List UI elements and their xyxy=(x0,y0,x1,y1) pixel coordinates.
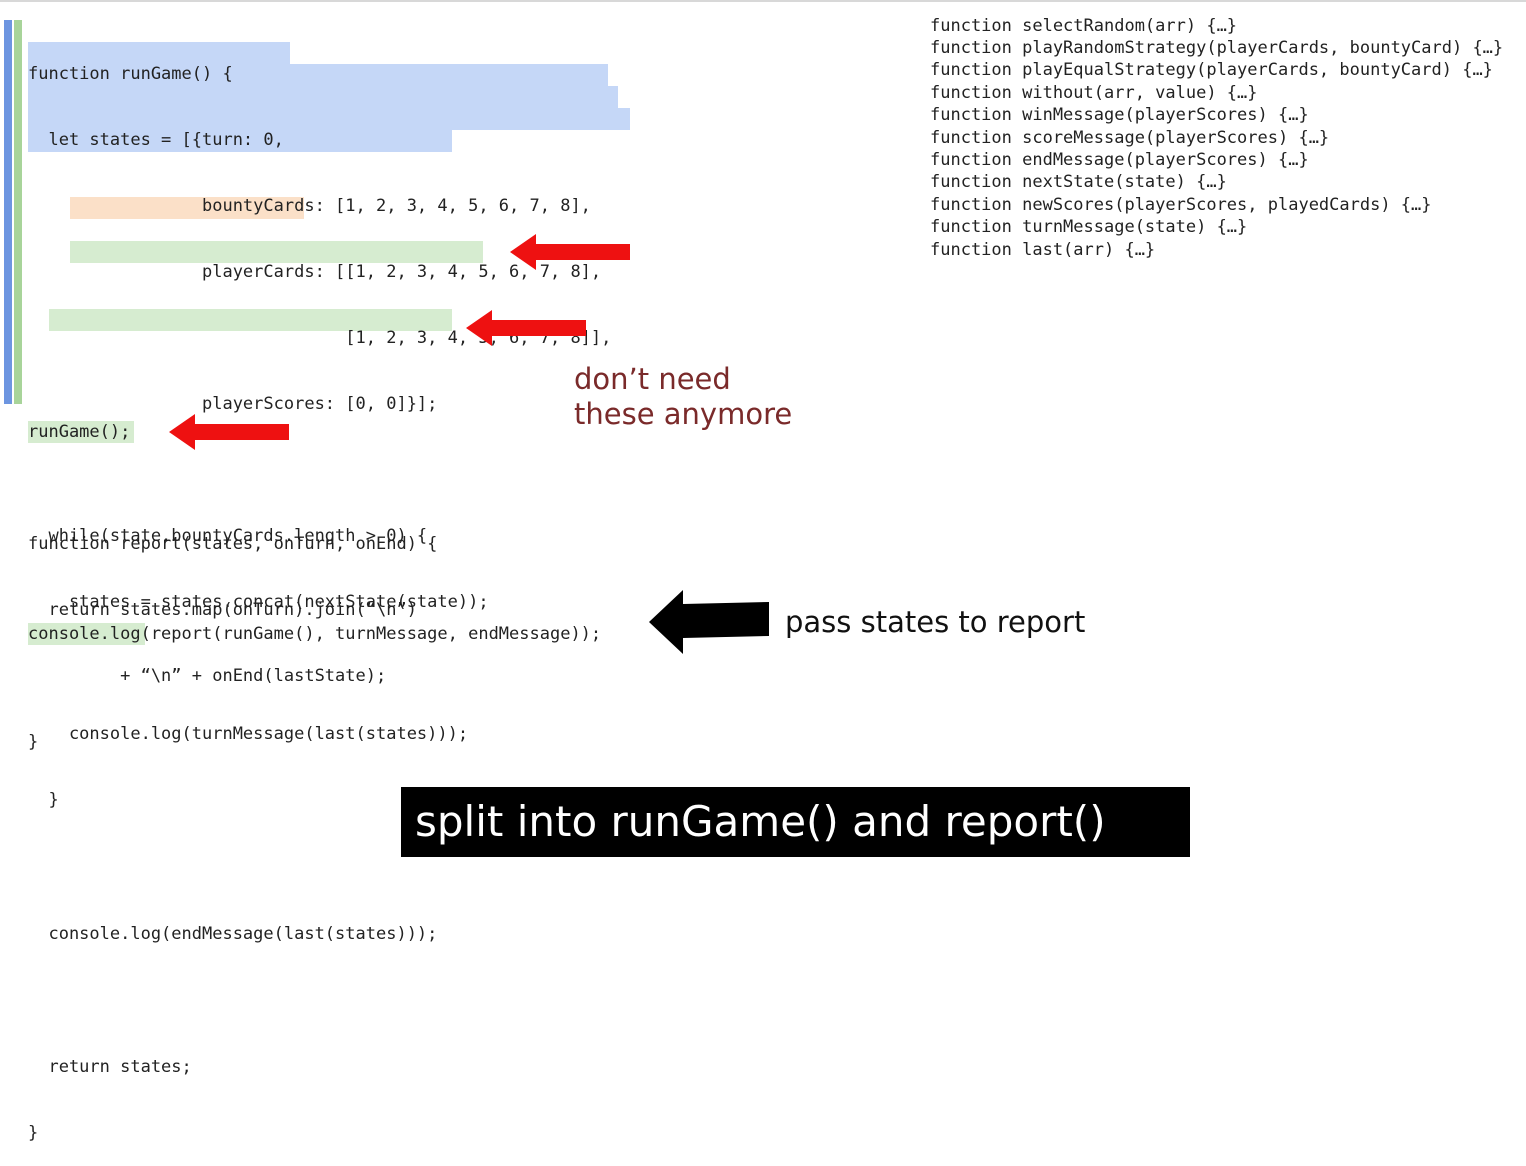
code-line: bountyCards: [1, 2, 3, 4, 5, 6, 7, 8], xyxy=(28,196,591,216)
code-line: console.log(endMessage(last(states))); xyxy=(28,924,438,944)
code-line: return states.map(onTurn).join(“\n”) xyxy=(28,600,417,620)
code-rungame-block: function runGame() { let states = [{turn… xyxy=(28,19,611,1166)
code-line: function report(states, onTurn, onEnd) { xyxy=(28,534,438,554)
highlight-console-log xyxy=(28,623,145,645)
code-line: console.log(turnMessage(last(states))); xyxy=(28,724,469,744)
highlight-rungame-call xyxy=(28,421,134,443)
code-line: } xyxy=(28,1123,39,1143)
side-function: function playEqualStrategy(playerCards, … xyxy=(930,60,1493,80)
annotation-pass-states: pass states to report xyxy=(785,605,1086,639)
highlight-states-init xyxy=(28,130,452,152)
highlight-states-init xyxy=(28,108,630,130)
black-arrow-left-icon xyxy=(649,590,769,654)
code-rungame-call: runGame(); xyxy=(28,422,131,442)
side-function: function playRandomStrategy(playerCards,… xyxy=(930,38,1504,58)
code-line: playerCards: [[1, 2, 3, 4, 5, 6, 7, 8], xyxy=(28,262,602,282)
highlight-states-init xyxy=(28,64,608,86)
code-line: function runGame() { xyxy=(28,64,233,84)
caption-banner: split into runGame() and report() xyxy=(401,787,1190,857)
code-line xyxy=(28,855,611,879)
top-divider xyxy=(0,0,1526,2)
caption-text: split into runGame() and report() xyxy=(415,797,1106,846)
red-arrow-left-icon xyxy=(510,234,630,270)
code-line: } xyxy=(28,790,59,810)
side-function: function last(arr) {…} xyxy=(930,240,1156,260)
side-function: function selectRandom(arr) {…} xyxy=(930,16,1238,36)
highlight-turn-log xyxy=(70,241,483,263)
annotation-dont-need: don’t need these anymore xyxy=(574,362,793,431)
code-line: states = states.concat(nextState(state))… xyxy=(28,592,489,612)
code-line: playerScores: [0, 0]}]; xyxy=(28,394,438,414)
code-line: let states = [{turn: 0, xyxy=(28,130,284,150)
code-report-block: function report(states, onTurn, onEnd) {… xyxy=(28,489,437,775)
code-line xyxy=(28,989,611,1012)
code-line xyxy=(28,459,611,481)
red-arrow-left-icon xyxy=(169,414,289,450)
code-line: } xyxy=(28,732,39,752)
selection-bar-blue xyxy=(4,20,12,404)
side-function: function turnMessage(state) {…} xyxy=(930,217,1248,237)
code-line: + “\n” + onEnd(lastState); xyxy=(28,666,387,686)
side-function: function winMessage(playerScores) {…} xyxy=(930,105,1309,125)
code-final-call: console.log(report(runGame(), turnMessag… xyxy=(28,624,602,644)
highlight-states-init xyxy=(28,86,618,108)
side-function: function scoreMessage(playerScores) {…} xyxy=(930,128,1330,148)
highlight-end-log xyxy=(49,309,452,331)
highlight-concat xyxy=(70,197,304,219)
side-function: function newScores(playerScores, playedC… xyxy=(930,195,1432,215)
side-function: function without(arr, value) {…} xyxy=(930,83,1258,103)
side-function: function endMessage(playerScores) {…} xyxy=(930,150,1309,170)
red-arrow-left-icon xyxy=(466,310,586,346)
code-line: return states; xyxy=(28,1057,192,1077)
highlight-states-init xyxy=(28,42,290,64)
code-line: while(state.bountyCards.length > 0) { xyxy=(28,526,428,546)
side-function: function nextState(state) {…} xyxy=(930,172,1227,192)
selection-bar-green xyxy=(14,20,22,404)
